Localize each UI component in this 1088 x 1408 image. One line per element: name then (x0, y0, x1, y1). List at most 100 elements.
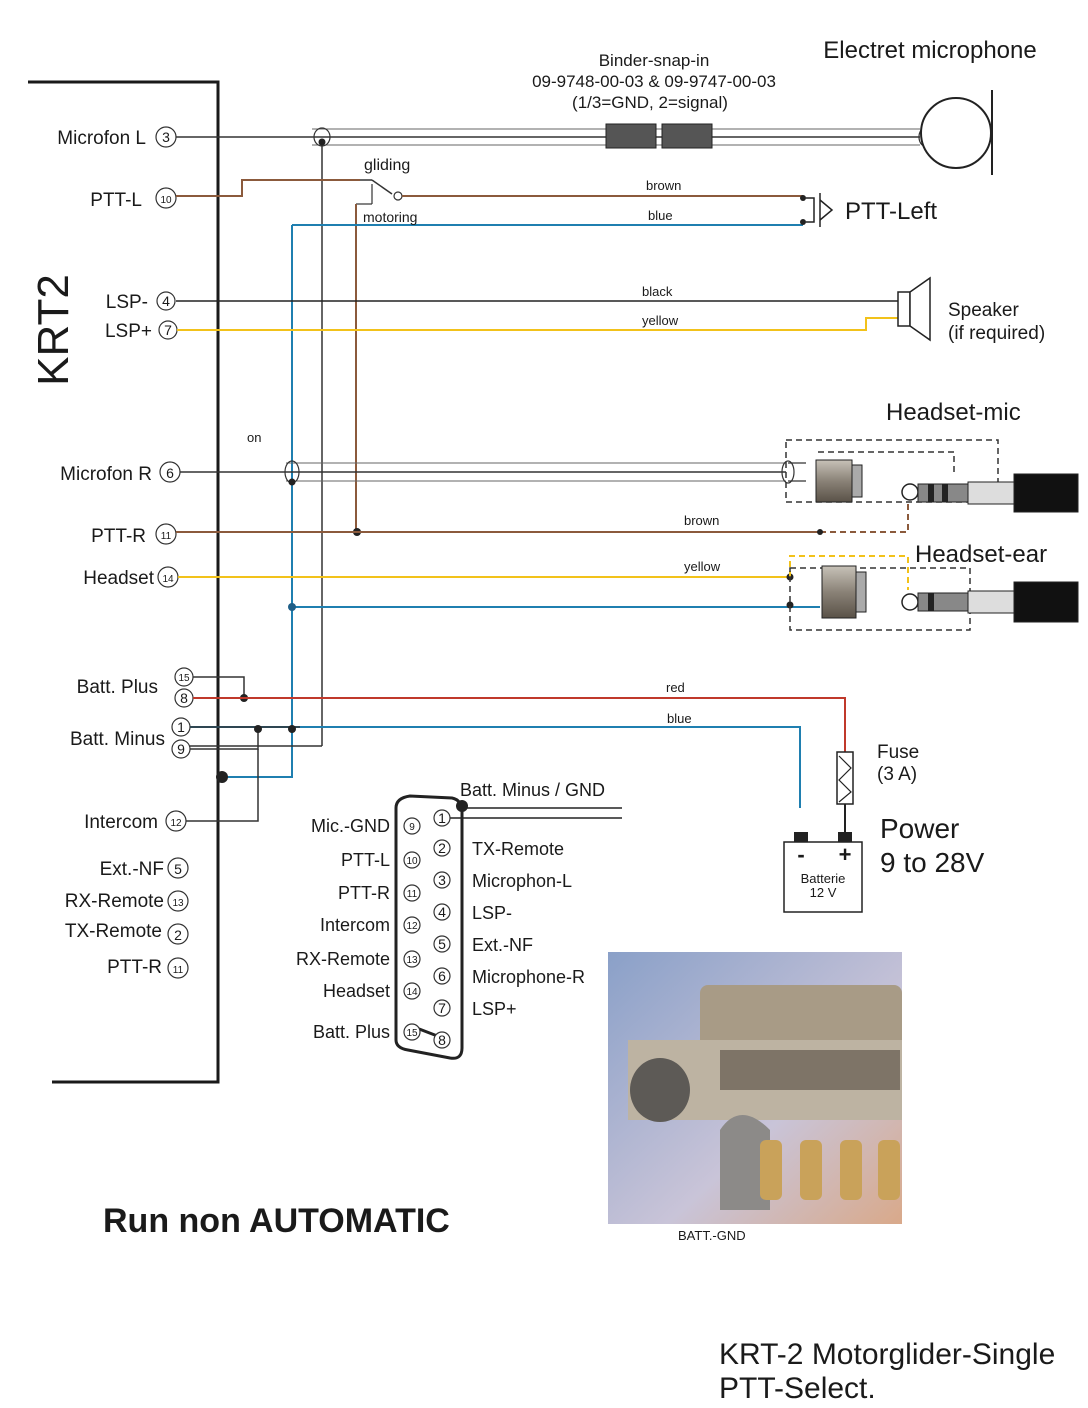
pin-label-batt-plus: Batt. Plus (77, 677, 158, 698)
binder-line2: 09-9748-00-03 & 09-9747-00-03 (532, 72, 776, 91)
dsub-left-pin-circle (403, 884, 421, 902)
binder-line1: Binder-snap-in (599, 51, 710, 70)
wire-label-red: red (666, 680, 685, 695)
pin-num-2: 2 (174, 927, 182, 943)
dsub-left-pin-circle (403, 817, 421, 835)
switch-motoring: motoring (363, 209, 417, 225)
dsub-right-pin-num: 3 (438, 872, 446, 888)
wire-label-blue-1: blue (648, 208, 673, 223)
switch-lever (371, 179, 393, 195)
binder-connector-left (605, 123, 657, 149)
wire-label-black: black (642, 284, 673, 299)
pin-num-12: 12 (170, 818, 182, 829)
pin-num-1: 1 (177, 719, 185, 735)
binder-connector-right (661, 123, 713, 149)
dsub-left-label: Batt. Plus (313, 1022, 390, 1042)
wire-intercom (186, 749, 259, 822)
pin-num-11: 11 (161, 531, 172, 542)
pin-num-7: 7 (164, 322, 172, 338)
speaker-line1: Speaker (948, 300, 1019, 321)
dsub-left-pin-num: 15 (406, 1028, 418, 1039)
dsub-left-label: PTT-R (338, 883, 390, 903)
pin-num-9: 9 (177, 741, 185, 757)
dsub-left-label: Intercom (320, 915, 390, 935)
dsub-right-pin-circle (433, 935, 451, 953)
speaker-line2: (if required) (948, 323, 1045, 344)
pin-num-3: 3 (162, 129, 170, 145)
wire-label-blue-2: blue (667, 711, 692, 726)
dsub-left-pin-num: 12 (406, 921, 418, 932)
dsub-right-label: LSP+ (472, 999, 517, 1019)
connector-photo (608, 952, 902, 1224)
dsub-right-pin-circle (433, 967, 451, 985)
pin-label-ptt-l: PTT-L (90, 190, 142, 211)
dsub-left-label: Mic.-GND (311, 816, 390, 836)
dsub-right-label: Microphone-R (472, 967, 585, 987)
wire-lsp-plus (177, 317, 898, 331)
mic-label: Electret microphone (823, 37, 1036, 64)
krt2-pin-list: Microfon L 3 PTT-L 10 LSP- 4 LSP+ 7 Micr… (57, 126, 194, 979)
dsub-right-pin-circle (433, 809, 451, 827)
pin-label-lsp-minus: LSP- (106, 292, 148, 313)
headset-mic-jack (815, 459, 853, 503)
wire-ptt-l (176, 179, 360, 197)
power-line2: 9 to 28V (880, 847, 985, 878)
wire-label-brown-1: brown (646, 178, 681, 193)
krt2-title: KRT2 (29, 274, 78, 386)
switch-gliding: gliding (364, 157, 410, 174)
battery-line1: Batterie (801, 871, 846, 886)
pin-num-8: 8 (180, 690, 188, 706)
dsub-right-label: Ext.-NF (472, 935, 533, 955)
dsub-right-label: TX-Remote (472, 839, 564, 859)
dsub-left-label: RX-Remote (296, 949, 390, 969)
pin-label-ext-nf: Ext.-NF (100, 859, 164, 880)
dsub-left-pin-circle (403, 950, 421, 968)
photo-caption: BATT.-GND (678, 1228, 746, 1243)
dsub-left-pin-circle (403, 1023, 421, 1041)
dsub-left-pin-circle (403, 851, 421, 869)
headset-ear-jack (821, 565, 857, 619)
dsub-left-label: PTT-L (341, 850, 390, 870)
krt2-box (28, 80, 220, 1084)
pin-label-rx-remote: RX-Remote (65, 891, 164, 912)
dsub-left-pin-num: 9 (409, 822, 415, 833)
pin-label-lsp-plus: LSP+ (105, 321, 152, 342)
pin-num-13: 13 (172, 898, 184, 909)
fuse-line1: Fuse (877, 742, 919, 763)
wire-blue-power (190, 726, 801, 808)
fuse-icon (836, 751, 854, 805)
dsub-left-pin-num: 11 (407, 889, 418, 900)
dsub-right-label: Microphon-L (472, 871, 572, 891)
pin-num-10: 10 (160, 195, 172, 206)
dsub-right-pin-circle (433, 871, 451, 889)
pin-label-ptt-r-2: PTT-R (107, 957, 162, 978)
dsub-left-pin-circle (403, 916, 421, 934)
dsub-left-label: Headset (323, 981, 390, 1001)
headset-ear-label: Headset-ear (915, 541, 1047, 568)
dsub-right-label: LSP- (472, 903, 512, 923)
battery-icon (783, 841, 863, 913)
pin-label-headset: Headset (83, 568, 154, 589)
dsub-right-pin-circle (433, 839, 451, 857)
wire-label-yellow-1: yellow (642, 313, 679, 328)
pin-label-ptt-r: PTT-R (91, 526, 146, 547)
dsub-right-pin-circle (433, 903, 451, 921)
dsub-right-pin-circle (433, 999, 451, 1017)
dsub-right-pin-num: 5 (438, 936, 446, 952)
dsub-right-pin-num: 6 (438, 968, 446, 984)
pin-num-15: 15 (178, 673, 190, 684)
dsub-gnd-label: Batt. Minus / GND (460, 780, 605, 800)
switch-on-note: on (247, 430, 261, 445)
pin-num-11-b: 11 (173, 965, 184, 976)
dsub-right-pin-num: 4 (438, 904, 446, 920)
dsub-right-pin-circle (433, 1031, 451, 1049)
dsub-right-pin-num: 1 (438, 810, 446, 826)
dsub-left-pin-num: 14 (406, 987, 418, 998)
run-title: Run non AUTOMATIC (103, 1202, 450, 1240)
pin-label-tx-remote: TX-Remote (65, 921, 162, 942)
power-line1: Power (880, 813, 959, 844)
battery-plus: + (839, 842, 852, 867)
